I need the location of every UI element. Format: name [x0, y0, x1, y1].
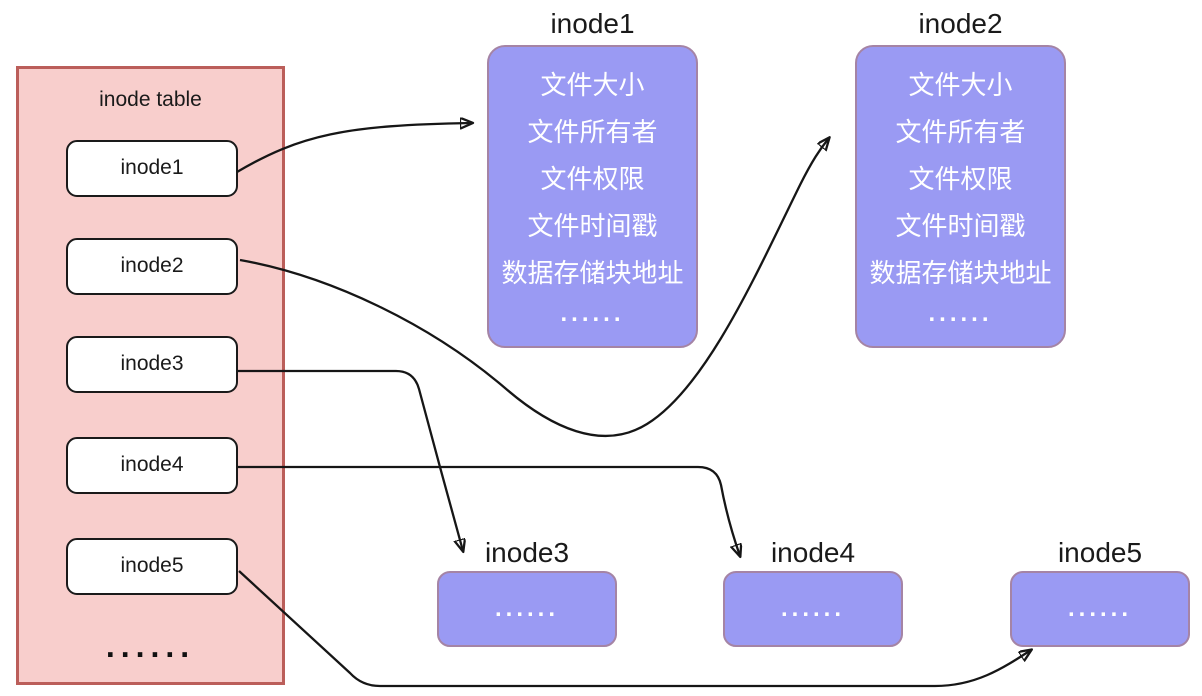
- inode-table-entry-inode5: inode5: [66, 538, 238, 595]
- inode5-stub-title: inode5: [1057, 537, 1143, 568]
- inode2-field-ellipsis: ......: [928, 300, 993, 327]
- inode-table-entry-inode4: inode4: [66, 437, 238, 494]
- inode1-field-file-owner: 文件所有者: [527, 117, 658, 147]
- inode1-field-data-block-address: 数据存储块地址: [501, 258, 684, 288]
- inode3-stub-node: ......: [437, 571, 617, 647]
- arrow-inode5-entry-to-stub: [238, 570, 1031, 688]
- inode-table-entry-inode2: inode2: [66, 238, 238, 295]
- inode-table-title: inode table: [99, 88, 202, 111]
- inode2-field-file-permissions: 文件权限: [908, 164, 1013, 194]
- inode2-detail-title: inode2: [918, 8, 1003, 39]
- inode4-stub-node: ......: [723, 571, 903, 647]
- inode-table-entry-inode3: inode3: [66, 336, 238, 393]
- inode2-field-data-block-address: 数据存储块地址: [869, 258, 1052, 288]
- inode2-detail-node: 文件大小 文件所有者 文件权限 文件时间戳 数据存储块地址 ......: [855, 45, 1066, 348]
- inode5-stub-node: ......: [1010, 571, 1190, 647]
- inode2-field-file-timestamp: 文件时间戳: [895, 211, 1026, 241]
- inode3-stub-title: inode3: [484, 537, 570, 568]
- inode1-detail-node: 文件大小 文件所有者 文件权限 文件时间戳 数据存储块地址 ......: [487, 45, 698, 348]
- inode4-stub-title: inode4: [770, 537, 856, 568]
- inode2-field-file-size: 文件大小: [908, 70, 1013, 100]
- inode2-field-file-owner: 文件所有者: [895, 117, 1026, 147]
- inode-table-entry-inode1: inode1: [66, 140, 238, 197]
- inode-table-ellipsis: ......: [105, 628, 196, 664]
- inode1-field-ellipsis: ......: [560, 300, 625, 327]
- inode1-field-file-timestamp: 文件时间戳: [527, 211, 658, 241]
- inode1-detail-title: inode1: [550, 8, 635, 39]
- inode1-field-file-size: 文件大小: [540, 70, 645, 100]
- inode1-field-file-permissions: 文件权限: [540, 164, 645, 194]
